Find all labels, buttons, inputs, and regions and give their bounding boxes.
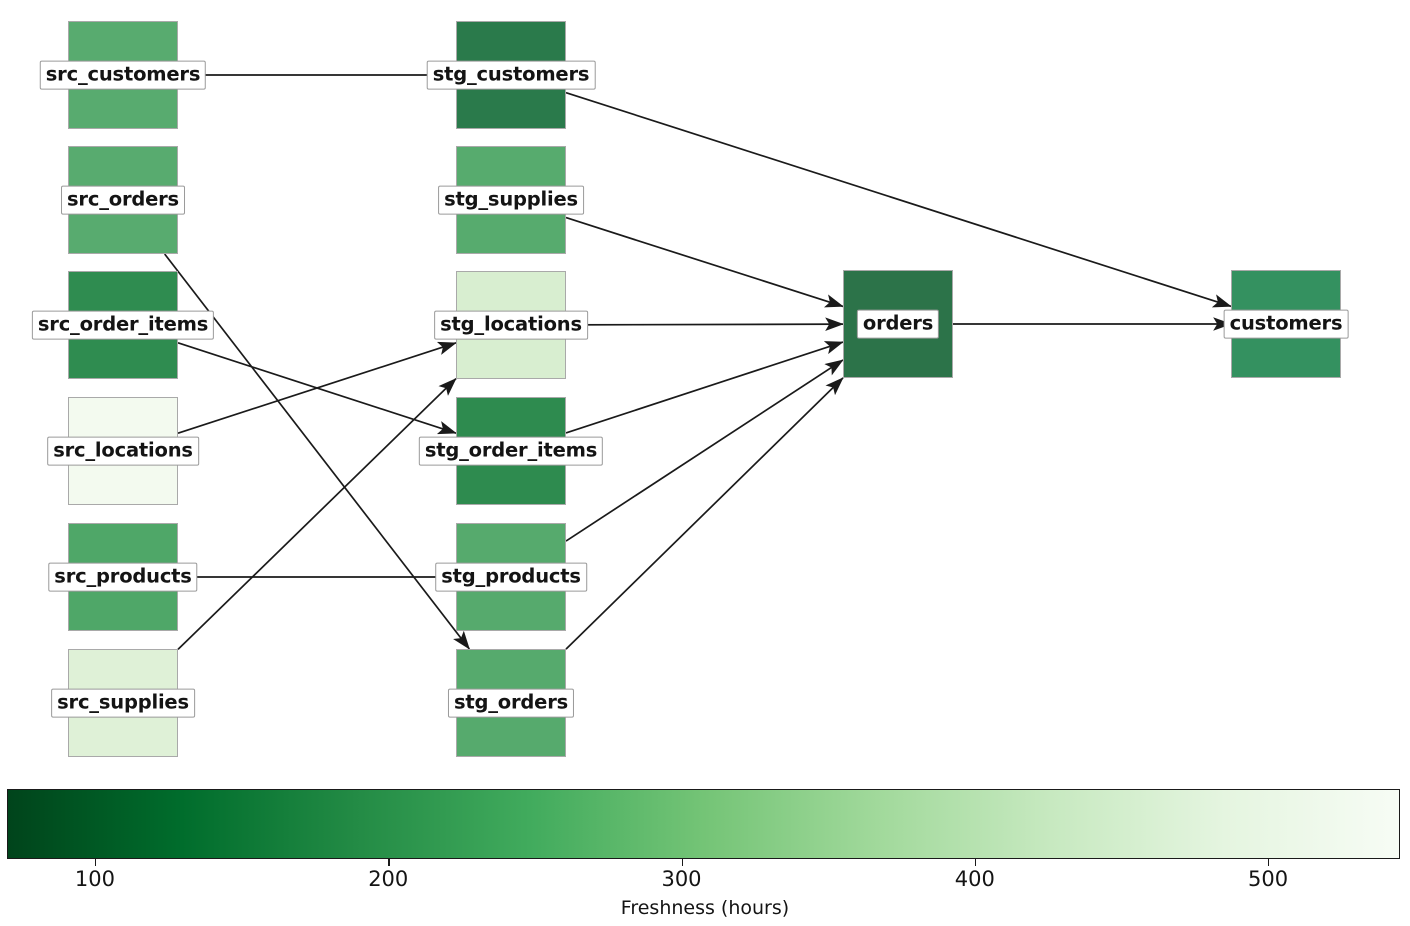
colorbar-tick-500 [1268,859,1270,866]
node-label-src_orders: src_orders [61,185,185,215]
node-label-stg_customers: stg_customers [426,60,596,90]
edge-stg_orders-to-orders [565,377,844,650]
node-label-src_supplies: src_supplies [51,688,195,718]
edge-stg_supplies-to-orders [565,216,844,308]
colorbar-ticklabel-100: 100 [74,867,116,891]
colorbar-gradient [7,789,1400,859]
node-label-src_locations: src_locations [47,436,199,466]
node-label-orders: orders [856,309,940,339]
edge-src_locations-to-stg_locations [177,341,457,434]
edge-stg_locations-to-orders [565,317,844,331]
colorbar-tick-300 [681,859,683,866]
edge-src_order_items-to-stg_order_items [177,342,457,435]
node-label-stg_products: stg_products [435,562,587,592]
node-label-stg_order_items: stg_order_items [418,436,604,466]
edge-stg_products-to-orders [565,359,844,542]
node-label-src_products: src_products [48,562,198,592]
colorbar-ticklabel-400: 400 [954,867,995,891]
colorbar-tick-400 [974,859,977,866]
edge-src_supplies-to-stg_locations [177,377,457,651]
colorbar[interactable] [7,789,1400,859]
edge-group [163,74,1232,651]
node-label-src_order_items: src_order_items [31,310,215,340]
colorbar-ticklabel-500: 500 [1247,867,1289,891]
colorbar-ticklabel-300: 300 [661,867,702,891]
colorbar-tick-100 [94,859,97,866]
colorbar-ticklabel-200: 200 [368,867,409,891]
colorbar-tick-200 [388,859,390,866]
node-label-stg_supplies: stg_supplies [438,185,584,215]
node-label-customers: customers [1223,309,1349,339]
node-label-src_customers: src_customers [39,60,207,90]
colorbar-axis-label: Freshness (hours) [620,897,790,919]
edge-stg_order_items-to-orders [565,341,844,434]
node-label-stg_orders: stg_orders [447,688,575,718]
node-label-stg_locations: stg_locations [434,310,588,340]
